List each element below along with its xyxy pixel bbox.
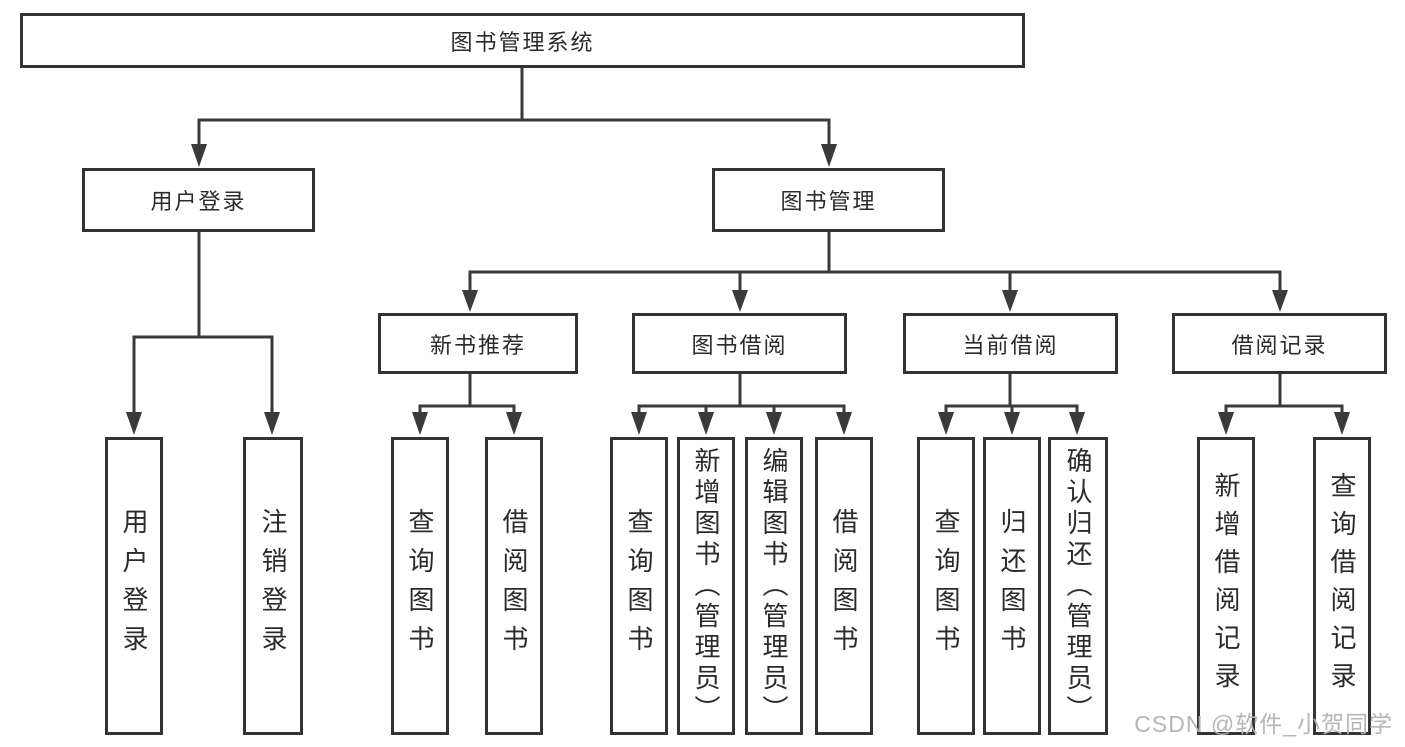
node-book-borrow: 图书借阅 — [632, 313, 847, 374]
leaf-return-books: 归还图书 — [983, 437, 1041, 735]
node-label: 图书管理 — [780, 189, 877, 214]
leaf-label: 新增借阅记录 — [1211, 472, 1241, 700]
node-label: 当前借阅 — [962, 332, 1059, 358]
leaf-label: 注销登录 — [258, 508, 288, 664]
node-label: 图书管理系统 — [450, 29, 595, 55]
leaf-borrow-books-recommend: 借阅图书 — [485, 437, 543, 735]
leaf-query-books-recommend: 查询图书 — [391, 437, 449, 735]
node-label: 借阅记录 — [1231, 332, 1328, 358]
node-borrow-records: 借阅记录 — [1172, 313, 1387, 374]
node-book-management: 图书管理 — [712, 168, 945, 232]
leaf-confirm-return-admin: 确认归还（管理员） — [1048, 437, 1108, 735]
node-current-borrow: 当前借阅 — [903, 313, 1118, 374]
leaf-label: 查询图书 — [624, 508, 654, 664]
node-label: 新书推荐 — [429, 332, 526, 358]
leaf-label: 确认归还（管理员） — [1063, 446, 1093, 726]
leaf-label: 查询图书 — [405, 508, 435, 664]
leaf-user-login: 用户登录 — [105, 437, 163, 735]
leaf-label: 新增图书（管理员） — [691, 446, 721, 726]
leaf-query-borrow-record: 查询借阅记录 — [1313, 437, 1371, 735]
leaf-borrow-books: 借阅图书 — [815, 437, 873, 735]
leaf-query-books-borrow: 查询图书 — [610, 437, 668, 735]
leaf-query-books-current: 查询图书 — [917, 437, 975, 735]
node-label: 用户登录 — [150, 189, 247, 214]
csdn-watermark: CSDN @软件_小贺同学 — [1134, 711, 1393, 737]
leaf-add-books-admin: 新增图书（管理员） — [677, 437, 735, 735]
node-user-login: 用户登录 — [82, 168, 315, 232]
leaf-logout: 注销登录 — [243, 437, 303, 735]
leaf-label: 查询借阅记录 — [1327, 472, 1357, 700]
node-new-book-recommend: 新书推荐 — [378, 313, 578, 374]
node-library-management-system: 图书管理系统 — [20, 13, 1025, 68]
leaf-label: 编辑图书（管理员） — [759, 446, 789, 726]
leaf-label: 查询图书 — [931, 508, 961, 664]
leaf-label: 归还图书 — [997, 508, 1027, 664]
leaf-add-borrow-record: 新增借阅记录 — [1197, 437, 1255, 735]
leaf-label: 借阅图书 — [499, 508, 529, 664]
leaf-edit-books-admin: 编辑图书（管理员） — [745, 437, 803, 735]
leaf-label: 借阅图书 — [829, 508, 859, 664]
leaf-label: 用户登录 — [119, 508, 149, 664]
node-label: 图书借阅 — [691, 332, 788, 358]
